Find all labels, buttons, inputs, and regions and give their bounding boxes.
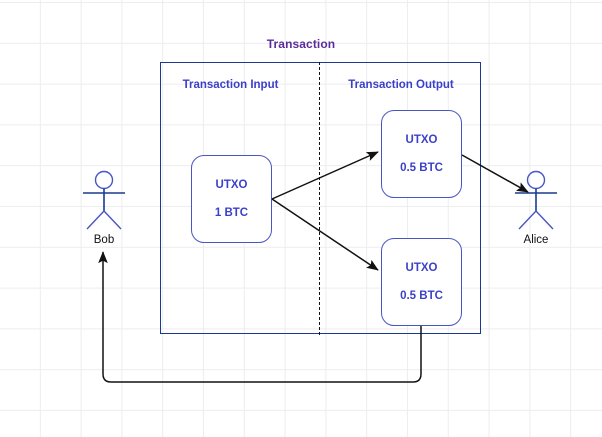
utxo-output-bottom-amount: 0.5 BTC bbox=[400, 290, 443, 302]
utxo-output-bottom-box[interactable]: UTXO 0.5 BTC bbox=[381, 238, 462, 326]
transaction-input-header: Transaction Input bbox=[182, 79, 279, 91]
actor-bob[interactable]: Bob bbox=[79, 170, 129, 252]
transaction-output-header: Transaction Output bbox=[348, 79, 454, 91]
utxo-output-top-label: UTXO bbox=[405, 134, 438, 146]
stick-figure-icon bbox=[515, 170, 557, 230]
utxo-input-box[interactable]: UTXO 1 BTC bbox=[191, 155, 272, 243]
input-output-divider bbox=[319, 62, 320, 335]
utxo-output-bottom-label: UTXO bbox=[405, 262, 438, 274]
actor-bob-label: Bob bbox=[93, 234, 115, 246]
actor-alice-label: Alice bbox=[523, 234, 549, 246]
utxo-output-top-box[interactable]: UTXO 0.5 BTC bbox=[381, 110, 462, 198]
stick-figure-icon bbox=[83, 170, 125, 230]
page-title: Transaction bbox=[266, 37, 336, 51]
actor-alice[interactable]: Alice bbox=[511, 170, 561, 252]
utxo-input-label: UTXO bbox=[215, 179, 248, 191]
utxo-input-amount: 1 BTC bbox=[214, 207, 249, 219]
utxo-output-top-amount: 0.5 BTC bbox=[400, 162, 443, 174]
